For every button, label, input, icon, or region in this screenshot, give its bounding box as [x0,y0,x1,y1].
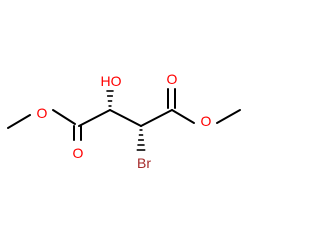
bond-ester-oxygen-right-methyl [216,109,241,124]
bond-c2-c3 [109,109,142,127]
bond-ester-oxygen-left-carbonyl [52,109,76,125]
bromine-label: Br [137,155,151,171]
bond-carbonyl-right-ester-oxygen [171,109,195,124]
bond-methyl-left-ester-oxygen [7,114,31,129]
ester-oxygen-left-label: O [37,105,48,121]
molecule-structure: HO Br O O O O [7,71,241,171]
carbonyl-oxygen-right-label: O [167,71,178,87]
hydroxyl-label: HO [101,73,122,89]
bonds [7,88,241,141]
atom-labels: HO Br O O O O [37,71,212,171]
bond-c3-carbonyl-right [140,109,173,127]
hashed-wedge-c3-bromine [136,129,146,151]
hashed-wedge-c2-hydroxyl [106,90,114,107]
bond-carbonyl-left-c2 [78,109,111,127]
ester-oxygen-right-label: O [201,113,212,129]
carbonyl-oxygen-left-label: O [73,145,84,161]
